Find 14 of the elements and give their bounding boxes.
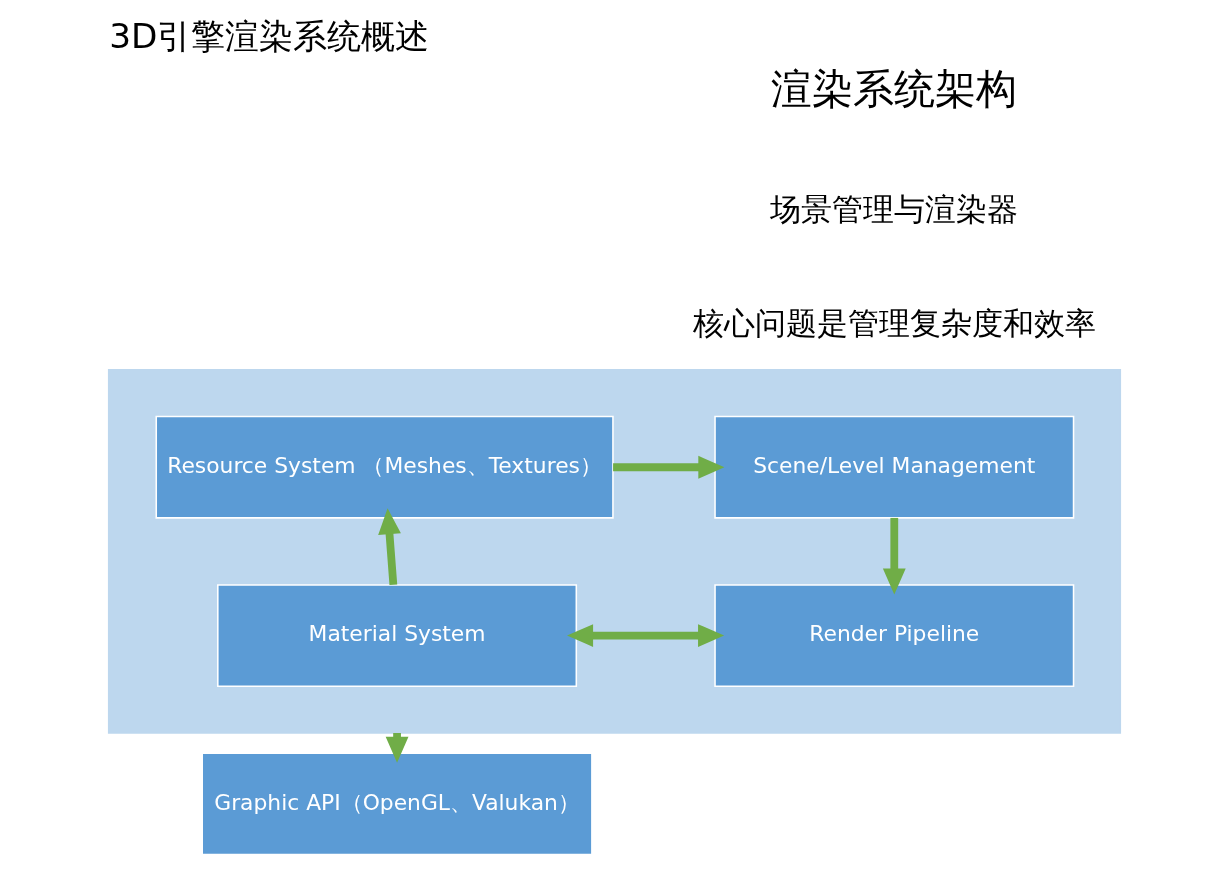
cluster xyxy=(107,369,1121,734)
node-box: Render Pipeline xyxy=(713,584,1074,687)
arrow xyxy=(377,508,401,586)
arrow xyxy=(882,517,906,595)
diagram-title: 3D引擎渲染系统概述 xyxy=(108,16,429,57)
label: 核心问题是管理复杂度和效率 xyxy=(692,304,1096,341)
label: 渲染系统架构 xyxy=(770,64,1017,113)
arrow xyxy=(612,455,724,479)
node-box: Material System xyxy=(216,584,577,687)
node-box: Graphic API（OpenGL、Valukan） xyxy=(200,752,593,856)
node-box: Resource System （Meshes、Textures） xyxy=(154,415,614,519)
arrow xyxy=(566,624,724,647)
label: 场景管理与渲染器 xyxy=(769,191,1018,228)
node-box: Scene/Level Management xyxy=(713,415,1074,519)
